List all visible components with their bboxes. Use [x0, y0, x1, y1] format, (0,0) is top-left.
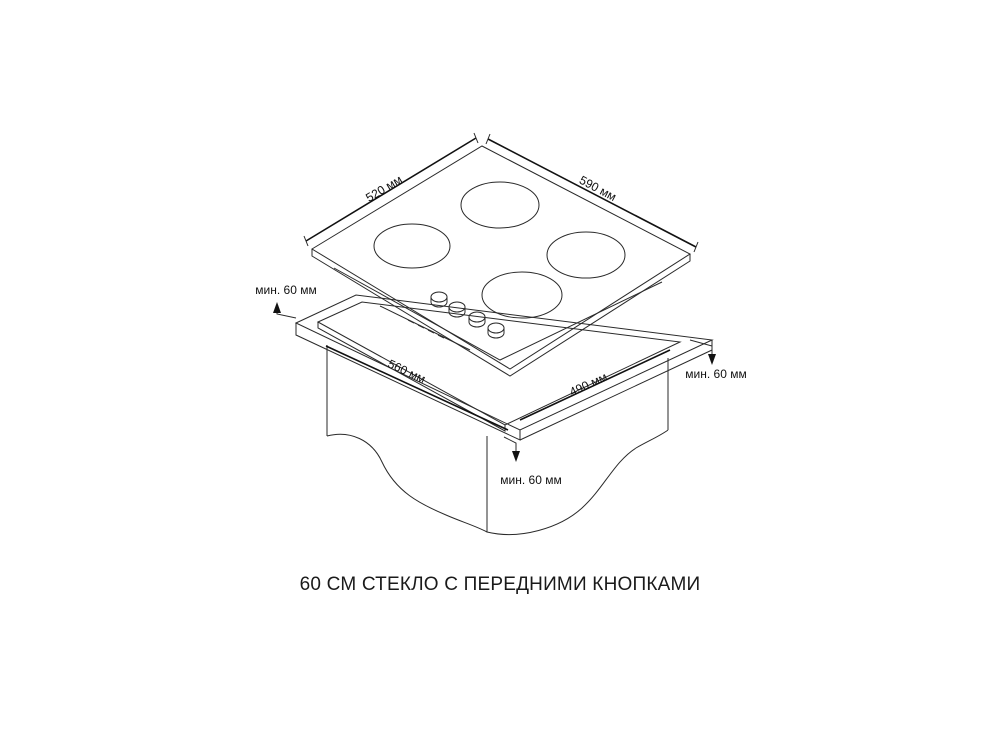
dimension-lines: [273, 132, 716, 462]
dim-line-490: [519, 349, 671, 421]
burner-front: [481, 271, 563, 319]
burner-left: [373, 223, 451, 269]
burner-back: [460, 181, 540, 229]
label-hob-depth: 520 мм: [363, 172, 404, 205]
hob: [311, 145, 691, 377]
hob-panel-thickness: [311, 249, 691, 377]
knob-2: [448, 301, 466, 318]
label-clearance-back: мин. 60 мм: [255, 283, 316, 297]
burner-right: [546, 231, 626, 279]
cabinet-body: [326, 345, 669, 535]
knob-1: [430, 291, 448, 308]
diagram-caption: 60 СМ СТЕКЛО С ПЕРЕДНИМИ КНОПКАМИ: [299, 574, 701, 595]
hob-frame: [333, 267, 663, 361]
knob-3: [468, 311, 486, 328]
dim-line-520: [305, 137, 477, 242]
dim-line-560: [325, 345, 509, 431]
clearance-side-leader: [689, 339, 713, 354]
label-cutout-width: 560 мм: [386, 357, 428, 387]
arrow-down-icon: [512, 451, 520, 462]
label-clearance-side: мин. 60 мм: [685, 367, 746, 381]
countertop: [294, 294, 714, 441]
label-hob-width: 590 мм: [577, 173, 619, 204]
label-cutout-depth: 490 мм: [567, 370, 609, 400]
cabinet-cut-line: [326, 429, 669, 535]
knobs: [430, 291, 505, 339]
dim-line-590: [487, 138, 697, 248]
knob-4: [487, 322, 505, 339]
hob-frame-front: [379, 305, 471, 351]
countertop-front-edge: [295, 323, 521, 441]
arrow-down-icon: [708, 354, 716, 365]
hob-glass-panel: [311, 145, 691, 370]
vent-slots: [407, 319, 445, 339]
label-clearance-front: мин. 60 мм: [500, 473, 561, 487]
cutout-opening: [316, 301, 682, 426]
countertop-side-edge: [519, 340, 713, 441]
clearance-front-leader: [503, 436, 517, 451]
arrow-up-icon: [273, 302, 281, 313]
